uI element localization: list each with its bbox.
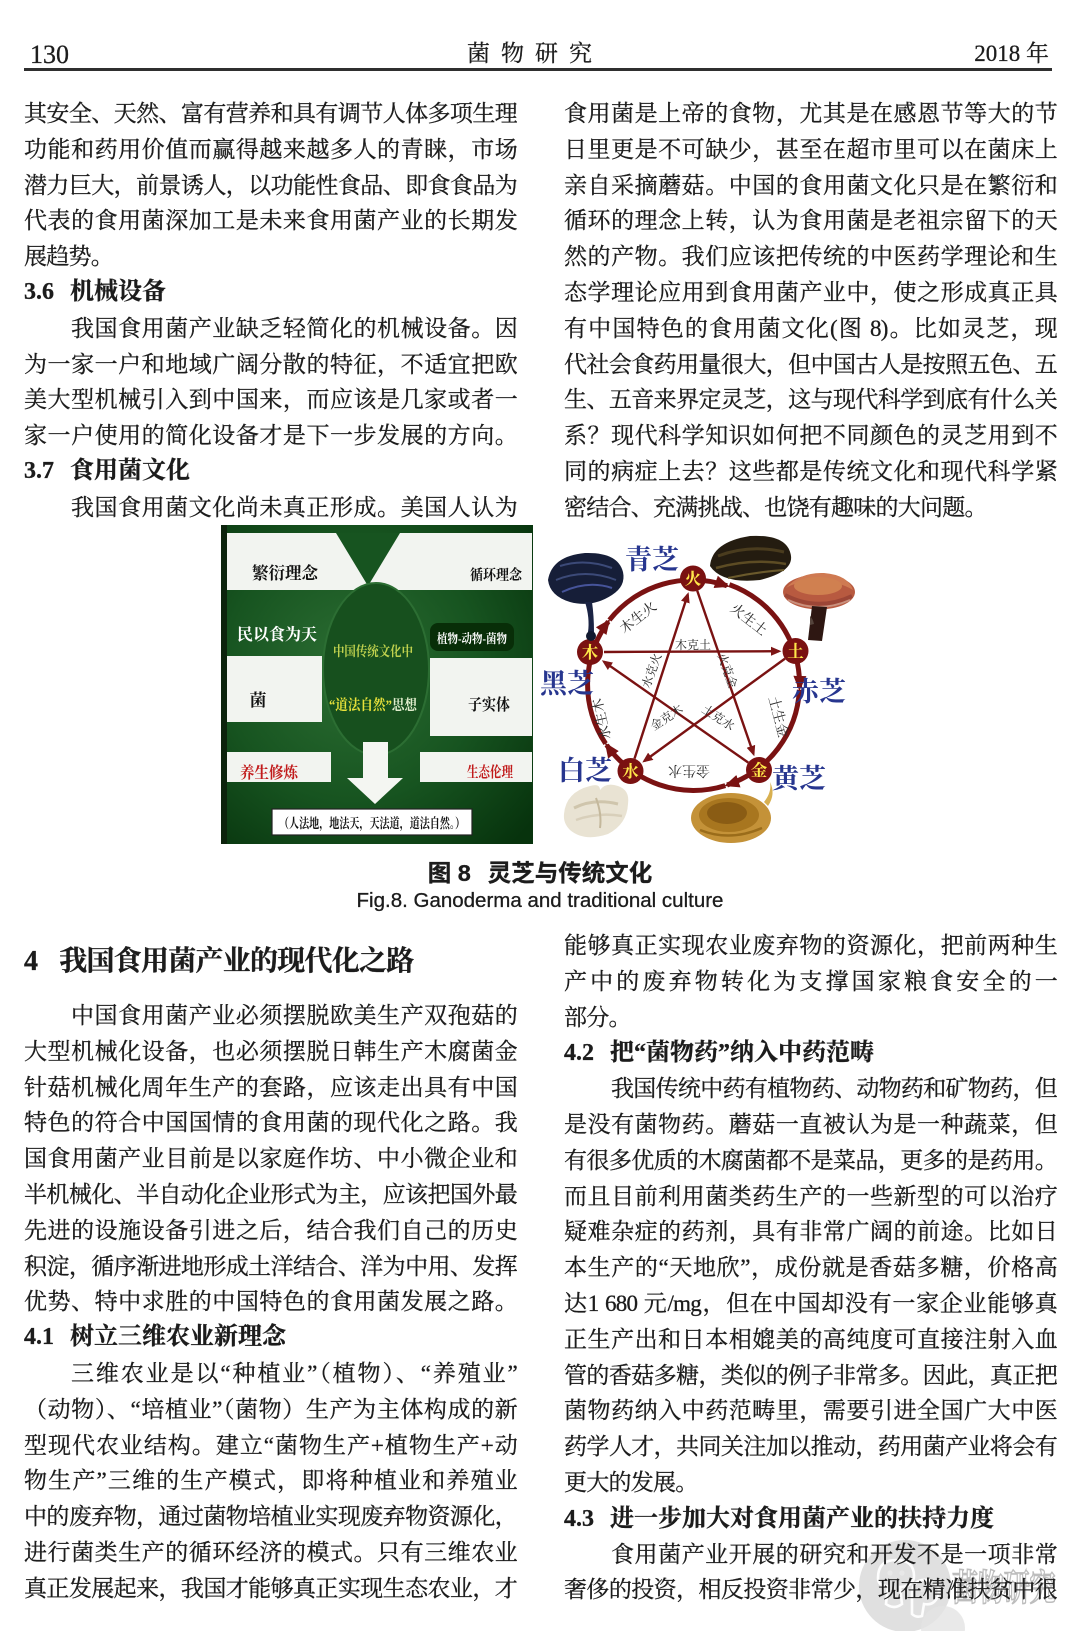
svg-text:生态伦理: 生态伦理 (467, 763, 513, 781)
svg-text:子实体: 子实体 (468, 696, 510, 714)
svg-text:菌: 菌 (250, 690, 267, 710)
svg-text:繁衍理念: 繁衍理念 (252, 563, 319, 583)
svg-text:金: 金 (751, 760, 768, 780)
svg-text:水克火: 水克火 (638, 651, 664, 690)
svg-text:火: 火 (685, 570, 702, 589)
svg-text:白芝: 白芝 (558, 756, 612, 786)
svg-text:中国传统文化中: 中国传统文化中 (333, 643, 413, 659)
svg-text:火克金: 火克金 (715, 651, 741, 690)
svg-text:“道法自然”思想: “道法自然”思想 (329, 696, 418, 714)
svg-text:黄芝: 黄芝 (772, 764, 826, 794)
svg-text:黑芝: 黑芝 (540, 669, 594, 699)
svg-text:土生金: 土生金 (765, 694, 792, 739)
svg-text:土: 土 (787, 642, 804, 661)
svg-text:水: 水 (622, 762, 639, 781)
svg-text:菌物研究: 菌物研究 (952, 1568, 1055, 1608)
svg-text:（人法地，地法天，天法道，道法自然。）: （人法地，地法天，天法道，道法自然。） (279, 815, 465, 832)
svg-text:青芝: 青芝 (625, 544, 679, 575)
svg-text:植物-动物-菌物: 植物-动物-菌物 (437, 631, 507, 646)
svg-text:赤芝: 赤芝 (792, 677, 846, 707)
svg-text:养生修炼: 养生修炼 (240, 763, 300, 782)
svg-text:金生水: 金生水 (668, 762, 710, 779)
svg-text:循环理念: 循环理念 (470, 566, 523, 584)
svg-text:木克土: 木克土 (675, 637, 711, 652)
svg-text:木: 木 (582, 643, 599, 662)
svg-text:民以食为天: 民以食为天 (237, 625, 317, 644)
